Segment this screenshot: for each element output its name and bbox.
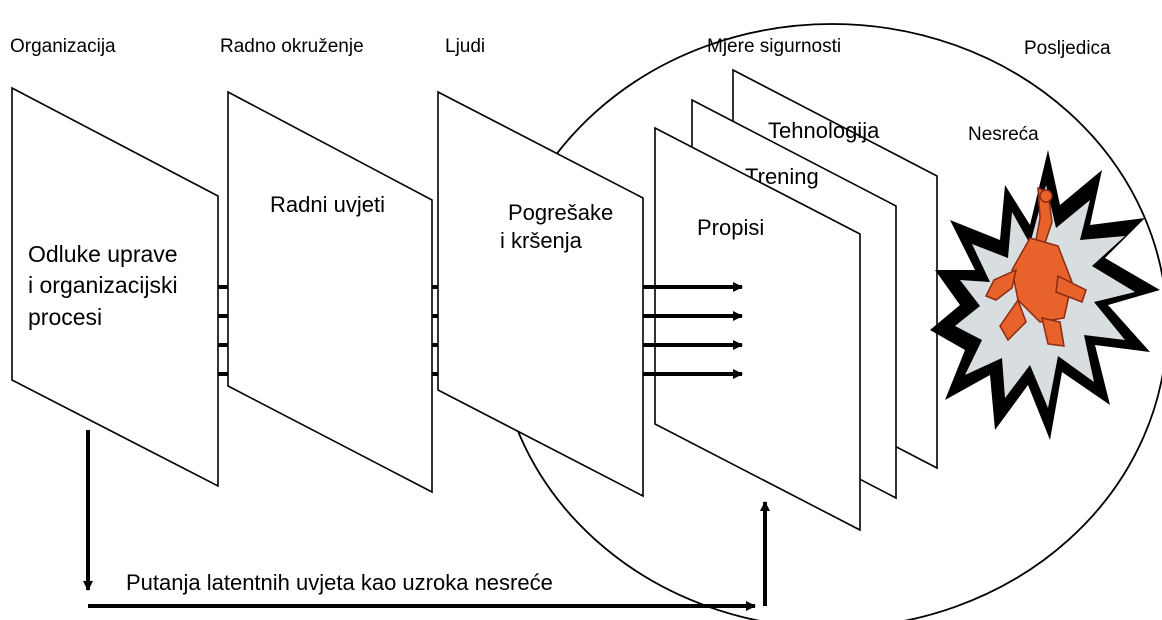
plane-organizacija-line-2: i organizacijski xyxy=(28,272,178,298)
latent-path-label: Putanja latentnih uvjeta kao uzroka nesr… xyxy=(126,570,553,595)
header-radno-okruzenje: Radno okruženje xyxy=(220,36,364,57)
plane-ljudi-line-1: Pogrešake xyxy=(508,200,613,225)
plane-organizacija-line-3: procesi xyxy=(28,304,102,330)
plane-ljudi xyxy=(437,90,644,498)
plane-ljudi-line-2: i kršenja xyxy=(500,228,583,253)
falling-figure xyxy=(984,186,1087,347)
explosion-accident-icon xyxy=(930,150,1160,440)
header-mjere-sigurnosti: Mjere sigurnosti xyxy=(707,36,841,57)
arrows-into-propisi xyxy=(655,282,743,379)
plane-propisi xyxy=(654,126,861,532)
plane-propisi-label: Propisi xyxy=(697,215,764,240)
header-organizacija: Organizacija xyxy=(10,36,116,57)
plane-organizacija-line-1: Odluke uprave xyxy=(28,241,178,267)
header-ljudi: Ljudi xyxy=(445,36,485,57)
plane-radno-okruzenje-label: Radni uvjeti xyxy=(270,192,385,217)
plane-ljudi-label: Pogrešake i kršenja xyxy=(500,200,619,253)
header-posljedica: Posljedica xyxy=(1024,38,1111,59)
outcome-label: Nesreća xyxy=(968,124,1039,145)
plane-radno-okruzenje xyxy=(227,90,433,494)
plane-tehnologija-label: Tehnologija xyxy=(768,118,880,143)
plane-organizacija xyxy=(11,86,219,488)
plane-organizacija-label: Odluke uprave i organizacijski procesi xyxy=(28,241,184,330)
